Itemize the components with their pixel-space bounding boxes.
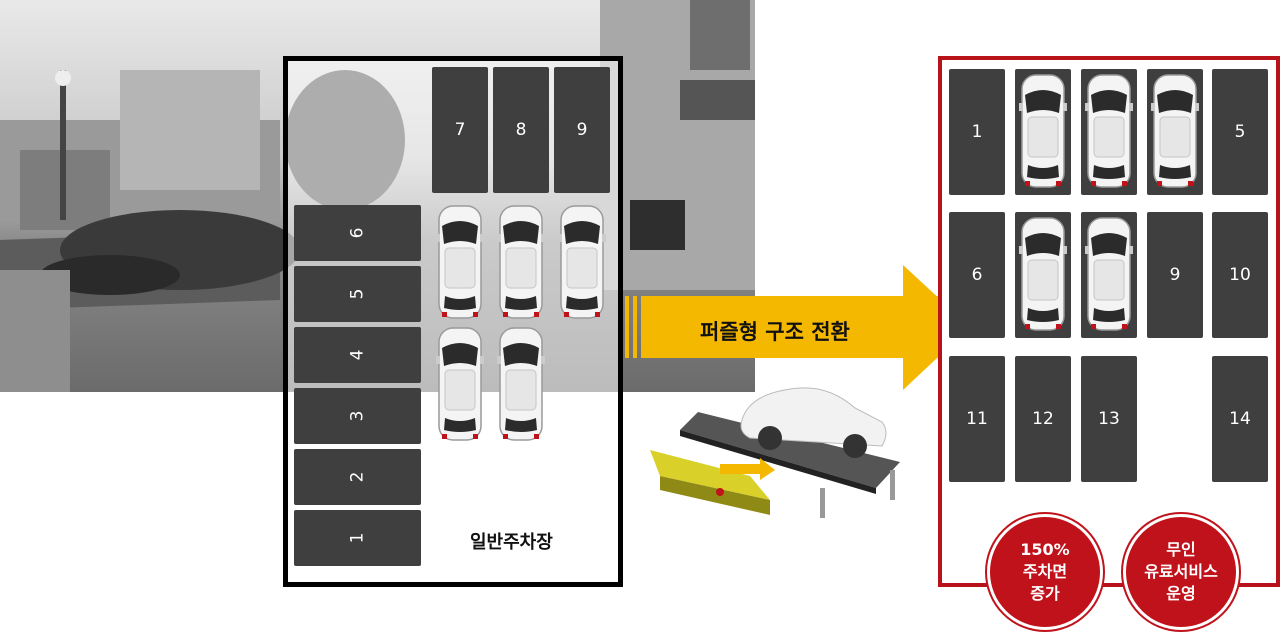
badge-line: 유료서비스	[1144, 562, 1218, 581]
after-slot-10: 10	[1212, 212, 1268, 338]
after-slot-6: 6	[949, 212, 1005, 338]
parked-car-icon	[436, 326, 484, 446]
badge-line: 150%	[1020, 540, 1070, 559]
parking-increase-badge: 150% 주차면 증가	[987, 514, 1103, 630]
before-slot-6: 6	[294, 205, 421, 261]
puzzle-parked-car-icon	[1085, 73, 1133, 193]
puzzle-parked-car-icon	[1085, 216, 1133, 336]
before-slot-2: 2	[294, 449, 421, 505]
before-slot-8: 8	[493, 67, 549, 193]
before-slot-4: 4	[294, 327, 421, 383]
unmanned-service-badge: 무인 유료서비스 운영	[1123, 514, 1239, 630]
parked-car-icon	[497, 326, 545, 446]
before-slot-5: 5	[294, 266, 421, 322]
transformation-arrow-label: 퍼즐형 구조 전환	[700, 320, 850, 344]
parked-car-icon	[558, 204, 606, 324]
before-slot-3: 3	[294, 388, 421, 444]
after-slot-13: 13	[1081, 356, 1137, 482]
puzzle-parked-car-icon	[1019, 216, 1067, 336]
puzzle-parked-car-icon	[1019, 73, 1067, 193]
badge-line: 주차면	[1022, 562, 1068, 581]
after-slot-11: 11	[949, 356, 1005, 482]
puzzle-robot-illustration	[650, 380, 920, 530]
badge-line: 무인	[1166, 540, 1196, 559]
puzzle-parked-car-icon	[1151, 73, 1199, 193]
after-slot-14: 14	[1212, 356, 1268, 482]
before-slot-7: 7	[432, 67, 488, 193]
badge-line: 증가	[1030, 584, 1060, 603]
parked-car-icon	[436, 204, 484, 324]
parked-car-icon	[497, 204, 545, 324]
after-slot-12: 12	[1015, 356, 1071, 482]
transformation-arrow	[625, 265, 970, 390]
before-slot-1: 1	[294, 510, 421, 566]
general-parking-lot-label: 일반주차장	[470, 532, 553, 553]
after-slot-9: 9	[1147, 212, 1203, 338]
after-slot-1: 1	[949, 69, 1005, 195]
before-slot-9: 9	[554, 67, 610, 193]
after-slot-5: 5	[1212, 69, 1268, 195]
badge-line: 운영	[1166, 584, 1196, 603]
